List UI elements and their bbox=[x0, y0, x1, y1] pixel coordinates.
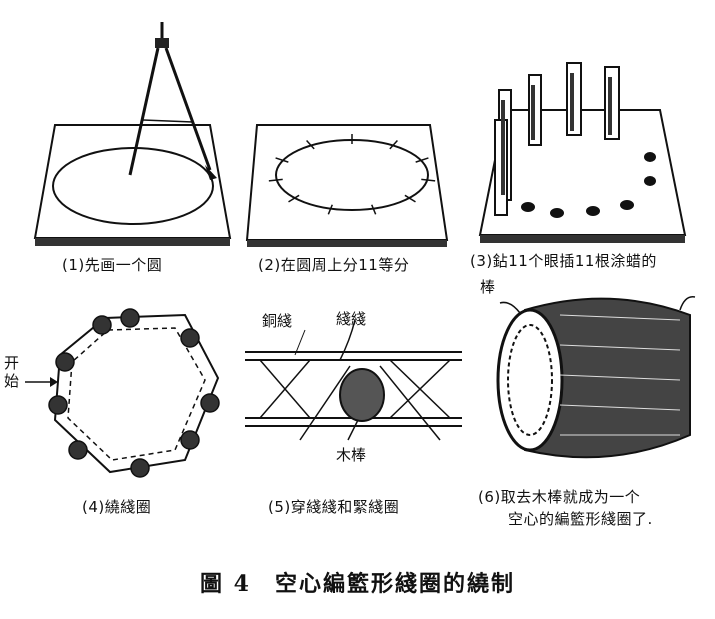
panel-4-caption: (4)繞綫圈 bbox=[82, 498, 152, 516]
division-tick bbox=[288, 194, 300, 203]
panel-6-finished-coil bbox=[480, 285, 700, 480]
panel-2-divide-circle bbox=[245, 115, 460, 250]
winding-diagram-illustration bbox=[25, 308, 220, 478]
panel-3-caption: (3)鉆11个眼插11根涂蜡的 bbox=[470, 252, 657, 270]
board-with-compass-illustration bbox=[33, 22, 232, 246]
panel-2-caption: (2)在圆周上分11等分 bbox=[258, 256, 410, 274]
figure-title: 圖 4 空心編籃形綫圈的繞制 bbox=[200, 571, 515, 597]
division-tick bbox=[404, 194, 416, 203]
panel-3-insert-rods bbox=[475, 55, 700, 250]
division-tick bbox=[389, 140, 398, 150]
board-with-divided-circle-illustration bbox=[245, 124, 449, 247]
panel-3-caption-rod-word: 棒 bbox=[480, 278, 496, 296]
division-tick bbox=[275, 157, 289, 163]
copper-wire-label: 銅綫 bbox=[262, 312, 293, 330]
division-tick bbox=[327, 204, 333, 215]
division-tick bbox=[421, 178, 436, 182]
panel-6-caption-line-1: (6)取去木棒就成为一个 bbox=[478, 488, 641, 506]
start-label-1: 开 bbox=[4, 354, 20, 372]
panel-4-winding bbox=[20, 300, 235, 490]
start-label-2: 始 bbox=[4, 372, 20, 390]
panel-1-caption: (1)先画一个圆 bbox=[62, 256, 163, 274]
threading-diagram-illustration bbox=[245, 319, 462, 441]
panel-6-caption-line-2: 空心的編籃形綫圈了. bbox=[508, 510, 653, 528]
panel-5-caption: (5)穿綫綫和緊綫圈 bbox=[268, 498, 400, 516]
division-tick bbox=[415, 157, 429, 163]
division-tick bbox=[306, 140, 315, 150]
division-tick bbox=[268, 178, 283, 182]
panel-5-threading bbox=[240, 300, 465, 470]
thread-label: 綫綫 bbox=[336, 310, 367, 328]
wooden-rod-label: 木棒 bbox=[336, 446, 367, 464]
basket-coil-illustration bbox=[496, 296, 696, 459]
panel-1-draw-circle bbox=[25, 10, 240, 250]
division-tick bbox=[371, 204, 377, 215]
board-with-rods-illustration bbox=[478, 62, 687, 243]
